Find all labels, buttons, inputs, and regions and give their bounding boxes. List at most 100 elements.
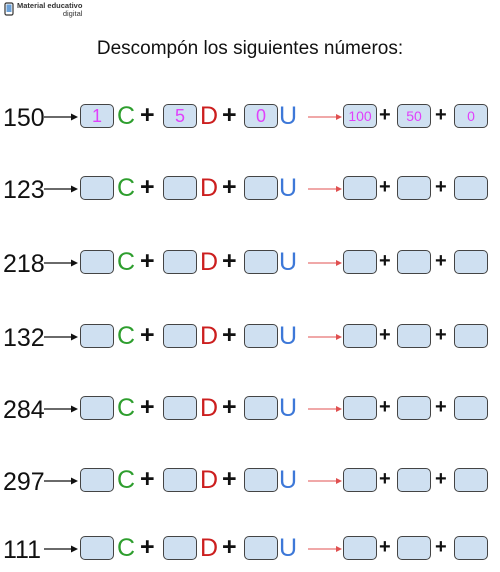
hundreds-box[interactable] bbox=[80, 176, 114, 200]
plus-sign: + bbox=[140, 533, 155, 561]
units-value-box[interactable] bbox=[454, 250, 488, 274]
tens-value-box[interactable] bbox=[397, 396, 431, 420]
tens-value-box[interactable]: 50 bbox=[397, 104, 431, 128]
number-to-decompose: 111 bbox=[3, 536, 42, 564]
units-box[interactable] bbox=[244, 396, 278, 420]
tens-value-box[interactable] bbox=[397, 536, 431, 560]
number-to-decompose: 218 bbox=[3, 250, 45, 278]
units-label: U bbox=[279, 534, 298, 562]
hundreds-value-box[interactable] bbox=[343, 176, 377, 200]
hundreds-label: C bbox=[117, 322, 136, 350]
tens-value-box[interactable] bbox=[397, 468, 431, 492]
arrow-right-icon bbox=[44, 477, 78, 485]
plus-sign: + bbox=[435, 104, 447, 126]
arrow-right-icon bbox=[44, 545, 78, 553]
plus-sign: + bbox=[435, 468, 447, 490]
tablet-icon bbox=[4, 2, 14, 16]
units-box[interactable] bbox=[244, 176, 278, 200]
units-value-box[interactable] bbox=[454, 176, 488, 200]
logo: Material educativo digital bbox=[4, 2, 82, 18]
units-label: U bbox=[279, 322, 298, 350]
hundreds-box[interactable] bbox=[80, 396, 114, 420]
hundreds-box[interactable] bbox=[80, 536, 114, 560]
tens-value-box[interactable] bbox=[397, 324, 431, 348]
plus-sign: + bbox=[140, 101, 155, 129]
plus-sign: + bbox=[435, 396, 447, 418]
arrow-right-icon bbox=[44, 259, 78, 267]
tens-label: D bbox=[200, 466, 219, 494]
tens-label: D bbox=[200, 534, 219, 562]
arrow-right-red-icon bbox=[308, 114, 342, 120]
hundreds-value-box[interactable] bbox=[343, 324, 377, 348]
hundreds-box[interactable] bbox=[80, 250, 114, 274]
tens-box[interactable]: 5 bbox=[163, 104, 197, 128]
units-label: U bbox=[279, 248, 298, 276]
hundreds-box[interactable] bbox=[80, 468, 114, 492]
plus-sign: + bbox=[435, 536, 447, 558]
plus-sign: + bbox=[435, 324, 447, 346]
hundreds-label: C bbox=[117, 174, 136, 202]
hundreds-box[interactable] bbox=[80, 324, 114, 348]
tens-label: D bbox=[200, 248, 219, 276]
plus-sign: + bbox=[140, 173, 155, 201]
units-label: U bbox=[279, 102, 298, 130]
tens-box[interactable] bbox=[163, 396, 197, 420]
tens-value-box[interactable] bbox=[397, 250, 431, 274]
units-value-box[interactable] bbox=[454, 468, 488, 492]
arrow-right-red-icon bbox=[308, 186, 342, 192]
arrow-right-red-icon bbox=[308, 334, 342, 340]
arrow-right-red-icon bbox=[308, 406, 342, 412]
units-value-box[interactable]: 0 bbox=[454, 104, 488, 128]
units-box[interactable]: 0 bbox=[244, 104, 278, 128]
page-title: Descompón los siguientes números: bbox=[96, 38, 404, 59]
tens-box[interactable] bbox=[163, 324, 197, 348]
plus-sign: + bbox=[379, 468, 391, 490]
logo-line2: digital bbox=[62, 9, 83, 18]
tens-box[interactable] bbox=[163, 468, 197, 492]
units-box[interactable] bbox=[244, 536, 278, 560]
units-box[interactable] bbox=[244, 250, 278, 274]
plus-sign: + bbox=[222, 465, 237, 493]
arrow-right-red-icon bbox=[308, 546, 342, 552]
hundreds-value-box[interactable] bbox=[343, 468, 377, 492]
plus-sign: + bbox=[379, 536, 391, 558]
hundreds-box[interactable]: 1 bbox=[80, 104, 114, 128]
number-to-decompose: 123 bbox=[3, 176, 45, 204]
units-value-box[interactable] bbox=[454, 396, 488, 420]
plus-sign: + bbox=[379, 396, 391, 418]
units-box[interactable] bbox=[244, 324, 278, 348]
tens-label: D bbox=[200, 322, 219, 350]
tens-box[interactable] bbox=[163, 250, 197, 274]
hundreds-value-box[interactable] bbox=[343, 536, 377, 560]
logo-line1: Material educativo bbox=[17, 1, 83, 10]
plus-sign: + bbox=[222, 533, 237, 561]
number-to-decompose: 284 bbox=[3, 396, 45, 424]
plus-sign: + bbox=[140, 321, 155, 349]
hundreds-label: C bbox=[117, 466, 136, 494]
tens-value-box[interactable] bbox=[397, 176, 431, 200]
tens-label: D bbox=[200, 394, 219, 422]
hundreds-value-box[interactable]: 100 bbox=[343, 104, 377, 128]
arrow-right-red-icon bbox=[308, 478, 342, 484]
units-value-box[interactable] bbox=[454, 324, 488, 348]
plus-sign: + bbox=[140, 465, 155, 493]
tens-label: D bbox=[200, 174, 219, 202]
units-box[interactable] bbox=[244, 468, 278, 492]
plus-sign: + bbox=[140, 247, 155, 275]
plus-sign: + bbox=[222, 173, 237, 201]
hundreds-value-box[interactable] bbox=[343, 396, 377, 420]
arrow-right-icon bbox=[44, 185, 78, 193]
hundreds-value-box[interactable] bbox=[343, 250, 377, 274]
units-value-box[interactable] bbox=[454, 536, 488, 560]
tens-box[interactable] bbox=[163, 176, 197, 200]
hundreds-label: C bbox=[117, 534, 136, 562]
hundreds-label: C bbox=[117, 102, 136, 130]
plus-sign: + bbox=[379, 250, 391, 272]
tens-box[interactable] bbox=[163, 536, 197, 560]
units-label: U bbox=[279, 466, 298, 494]
